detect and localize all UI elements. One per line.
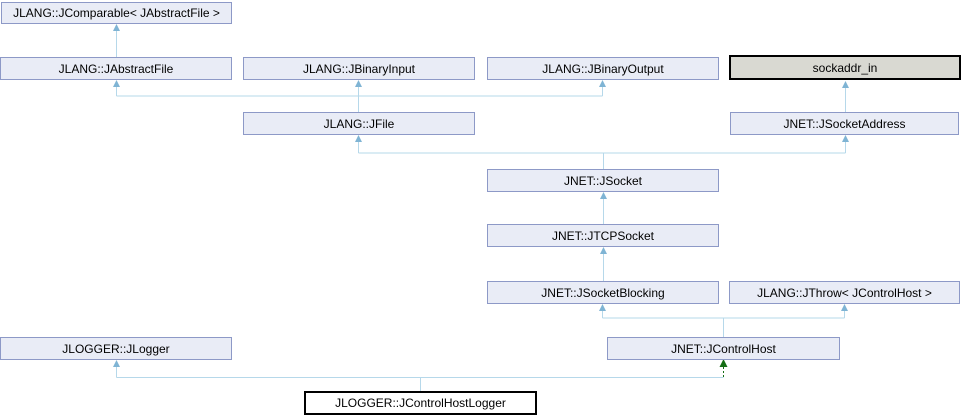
class-node-jsocketaddress[interactable]: JNET::JSocketAddress (730, 112, 959, 135)
edge-jcontrolhostlogger-to-jcontrolhost (719, 359, 728, 378)
protected-inheritance-arrowhead (719, 359, 728, 367)
edge-jsocketaddress-to-sockaddr (842, 81, 849, 112)
edge-jcontrolhostlogger-to-jlogger (113, 360, 724, 392)
edge-jsocket-to-bases (355, 135, 849, 169)
class-node-jtcpsocket[interactable]: JNET::JTCPSocket (487, 224, 719, 247)
inheritance-arrowhead (113, 24, 120, 31)
inheritance-arrowhead (600, 247, 607, 254)
class-node-jabstractfile[interactable]: JLANG::JAbstractFile (0, 57, 232, 80)
edge-jcontrolhost-to-bases (599, 304, 848, 337)
class-node-sockaddr-in: sockaddr_in (729, 55, 961, 80)
class-node-jsocket[interactable]: JNET::JSocket (487, 169, 719, 192)
inheritance-arrowhead (113, 80, 120, 87)
class-node-jlogger[interactable]: JLOGGER::JLogger (0, 337, 232, 360)
edge-jtcpsocket-to-jsocket (600, 192, 607, 224)
inheritance-arrowhead (355, 80, 362, 87)
edge-jsocketblocking-to-jtcpsocket (600, 247, 607, 281)
class-node-jcontrolhostlogger-focus: JLOGGER::JControlHostLogger (304, 391, 537, 415)
inheritance-arrowhead (841, 304, 848, 311)
inheritance-arrowhead (113, 360, 120, 367)
inheritance-arrowhead (355, 135, 362, 142)
class-node-jbinaryoutput[interactable]: JLANG::JBinaryOutput (487, 57, 719, 80)
class-node-jsocketblocking[interactable]: JNET::JSocketBlocking (487, 281, 719, 304)
class-node-jcomparable[interactable]: JLANG::JComparable< JAbstractFile > (1, 2, 232, 24)
class-node-jthrow[interactable]: JLANG::JThrow< JControlHost > (729, 281, 960, 304)
inheritance-arrowhead (599, 80, 606, 87)
inheritance-arrowhead (599, 304, 606, 311)
edge-jfile-to-bases (113, 80, 606, 112)
class-node-jbinaryinput[interactable]: JLANG::JBinaryInput (243, 57, 475, 80)
inheritance-arrowhead (600, 192, 607, 199)
class-node-jfile[interactable]: JLANG::JFile (243, 112, 475, 135)
inheritance-arrowhead (842, 81, 849, 88)
inheritance-arrowhead (842, 135, 849, 142)
class-node-jcontrolhost[interactable]: JNET::JControlHost (607, 337, 840, 360)
edge-jabstractfile-to-jcomparable (113, 24, 120, 57)
